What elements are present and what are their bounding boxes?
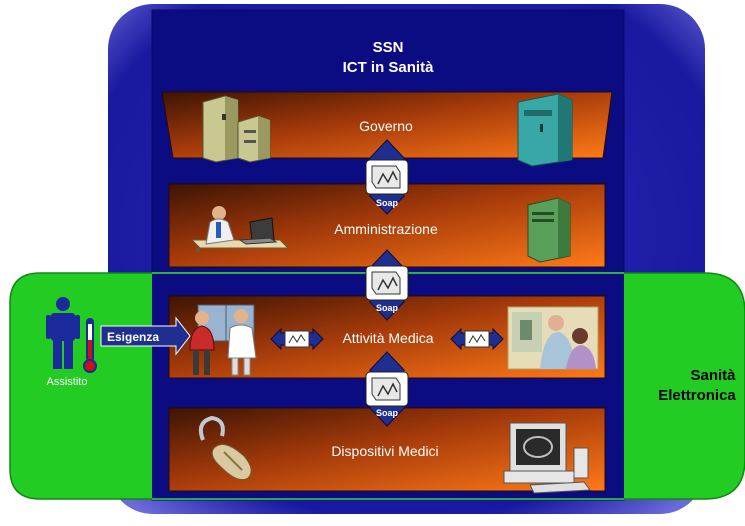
sanita-label-line2: Elettronica xyxy=(658,387,736,404)
envelope-document-icon xyxy=(371,165,401,189)
layer-governo-label: Governo xyxy=(359,118,413,134)
assistito-label: Assistito xyxy=(47,376,88,388)
ultrasound-probe-icon xyxy=(198,415,252,481)
teal-server-icon xyxy=(517,93,573,167)
thermometer-icon xyxy=(83,318,97,373)
soap-label-1: Soap xyxy=(376,198,399,208)
soap-connector-3: Soap xyxy=(365,351,409,427)
soap-label-3: Soap xyxy=(376,408,399,418)
soap-connector-2: Soap xyxy=(365,249,409,321)
envelope-document-icon xyxy=(371,377,401,401)
doctors-icon xyxy=(189,304,257,376)
medical-consult-icon xyxy=(507,306,599,370)
server-tower-icon xyxy=(202,95,271,163)
green-cabinet-icon xyxy=(527,197,571,263)
computer-workstation-icon xyxy=(503,422,591,494)
layer-governo xyxy=(161,91,613,159)
soap-connector-1: Soap xyxy=(365,139,409,215)
horizontal-connector-right xyxy=(450,327,504,351)
header-ssn: SSN xyxy=(373,39,404,56)
layer-amministrazione-label: Amministrazione xyxy=(334,221,438,237)
office-worker-icon xyxy=(190,206,290,252)
sanita-label-line1: Sanità xyxy=(690,367,736,384)
horizontal-connector-left xyxy=(270,327,324,351)
esigenza-label: Esigenza xyxy=(107,330,159,344)
header-ict: ICT in Sanità xyxy=(343,59,435,76)
layer-dispositivi-medici-label: Dispositivi Medici xyxy=(331,443,438,459)
layer-attivita-medica-label: Attività Medica xyxy=(342,330,433,346)
esigenza-arrow: Esigenza xyxy=(100,316,191,356)
patient-figure-icon xyxy=(46,297,80,369)
envelope-document-icon xyxy=(371,271,401,295)
soap-label-2: Soap xyxy=(376,303,399,313)
